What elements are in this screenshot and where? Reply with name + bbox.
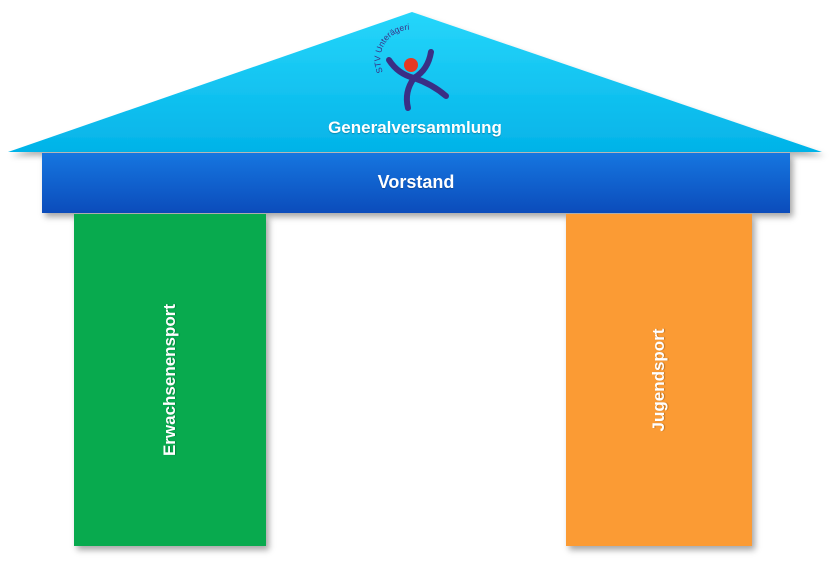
beam-vorstand [42,153,790,213]
pillar-jugendsport: Jugendsport [566,214,752,546]
pillar-left-label: Erwachsenensport [160,303,179,457]
gymnast-figure-icon [386,49,449,111]
pillar-erwachsenensport: Erwachsenensport [74,214,266,546]
roof-label: Generalversammlung [328,118,502,137]
beam-label: Vorstand [377,172,455,192]
roof [8,12,822,152]
pillar-right-label: Jugendsport [649,328,668,432]
